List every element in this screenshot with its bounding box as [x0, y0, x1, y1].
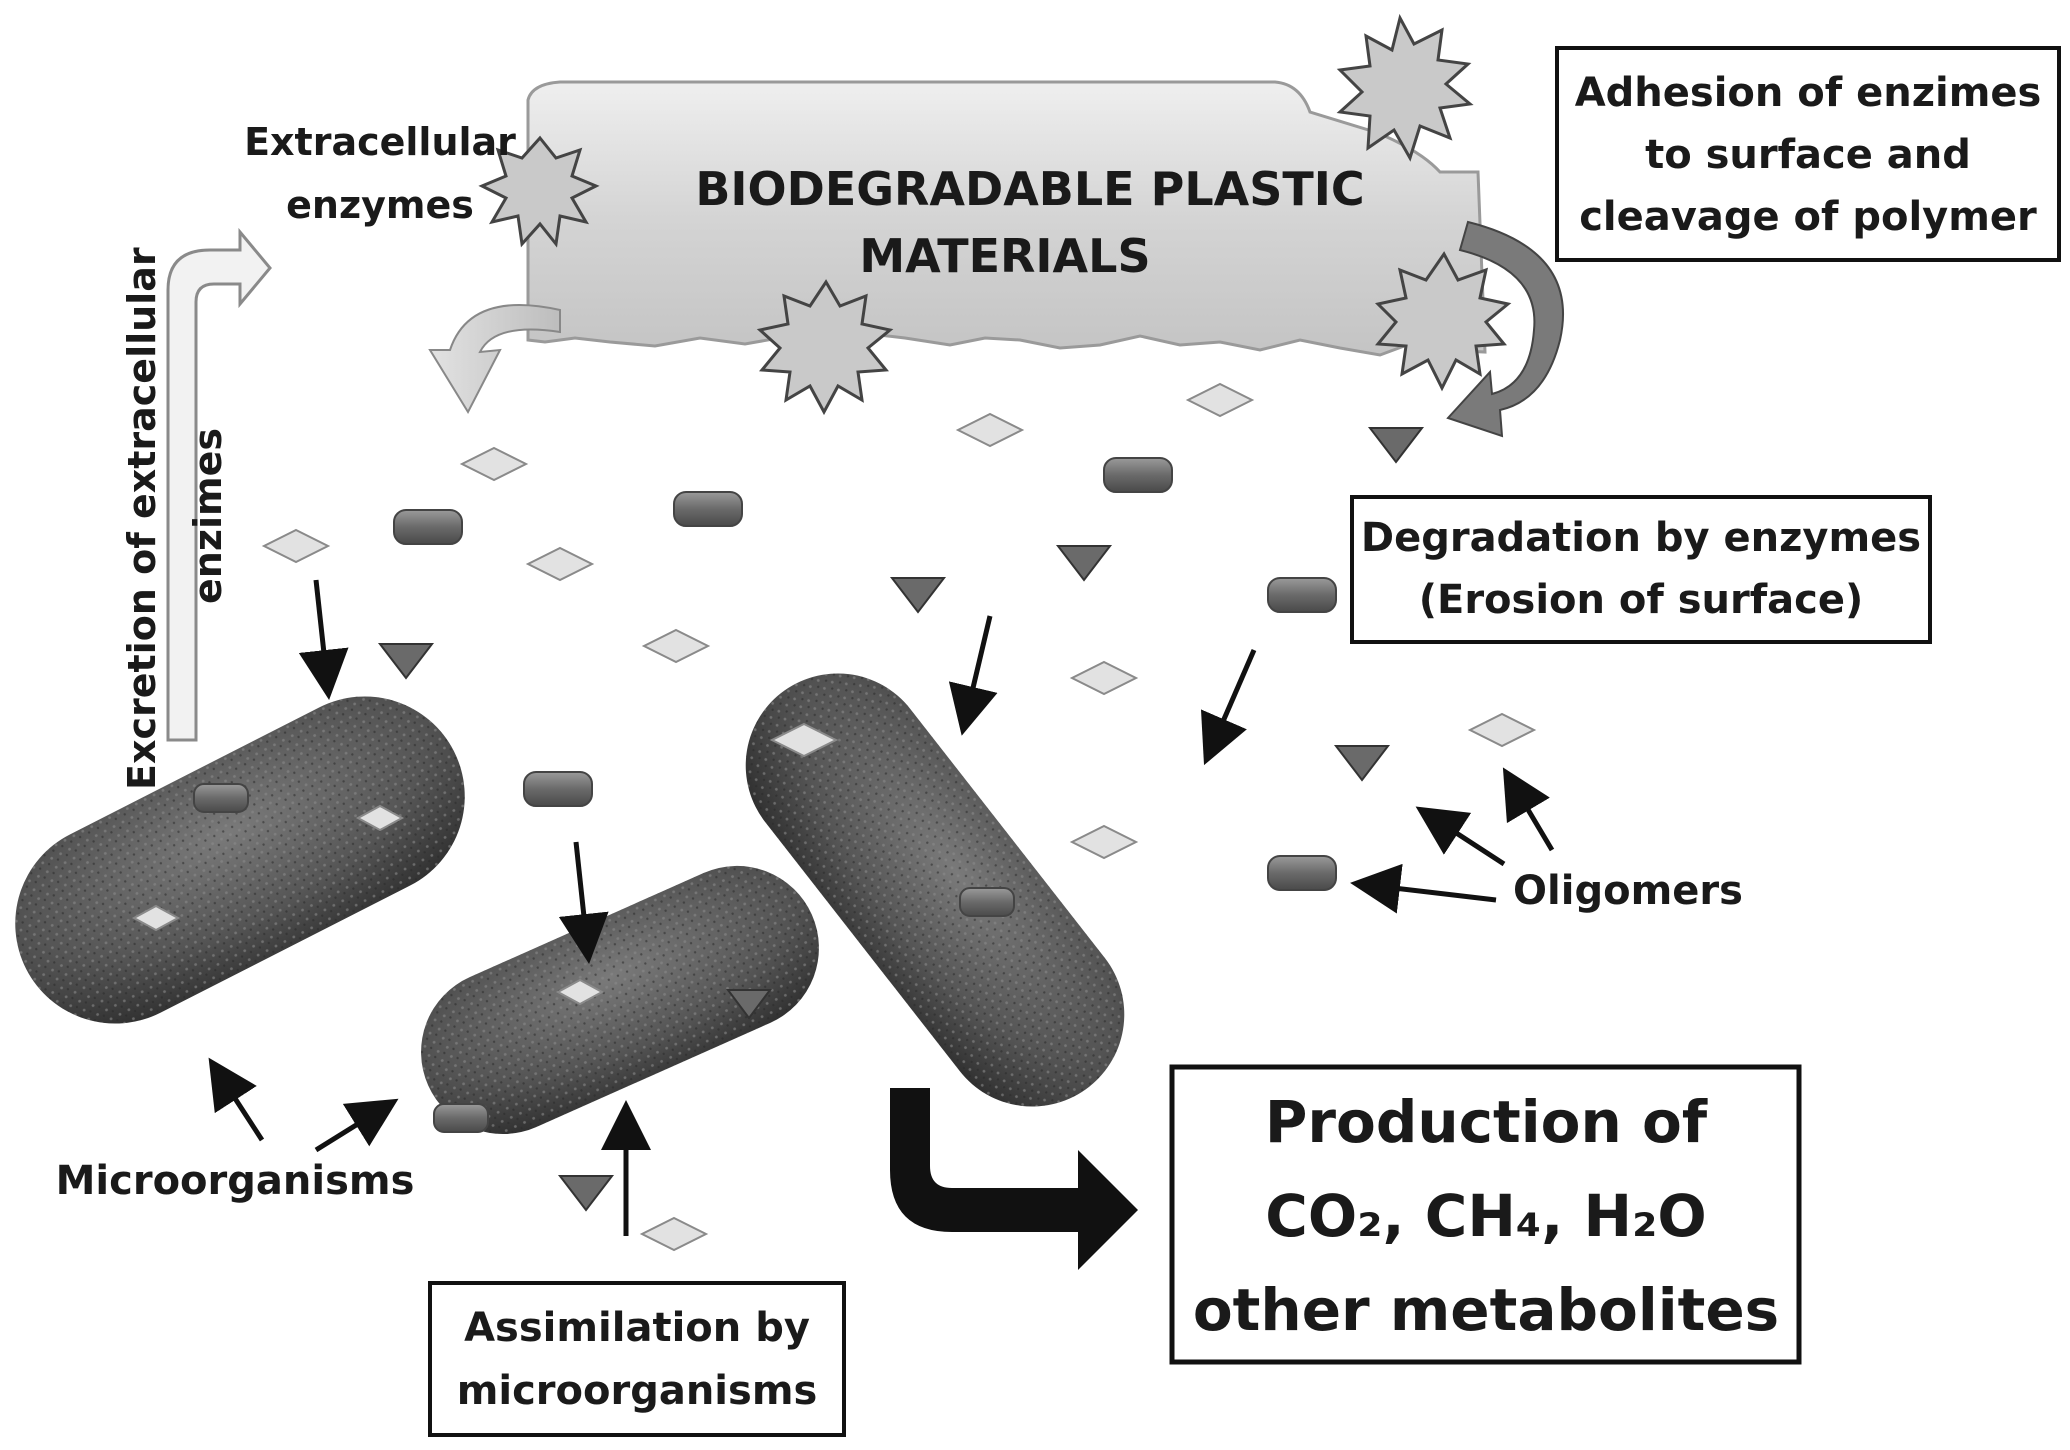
- microorganisms-label: Microorganisms: [56, 1158, 415, 1204]
- oligomer-triangle: [557, 1175, 615, 1212]
- oligomers-label: Oligomers: [1513, 868, 1743, 914]
- oligomer-pill: [433, 1103, 489, 1133]
- assimilation-line1: Assimilation by: [464, 1305, 810, 1351]
- microorganisms-arrow: [208, 1057, 265, 1142]
- oligomer-diamond: [1069, 660, 1139, 696]
- adhesion-line2: to surface and: [1645, 132, 1971, 178]
- production-line2: CO₂, CH₄, H₂O: [1265, 1182, 1707, 1250]
- oligomer-diamond: [769, 722, 839, 758]
- bacterium-3: [745, 673, 1125, 1107]
- flow-arrows: [208, 579, 1555, 1236]
- microorganisms-arrow: [314, 1098, 399, 1153]
- oligomer-pill: [1267, 577, 1337, 613]
- oligomers-arrow: [1415, 806, 1506, 867]
- plastic-title-line2: MATERIALS: [859, 229, 1150, 283]
- oligomer-diamond: [1069, 824, 1139, 860]
- enzyme-starbursts: [478, 13, 1512, 416]
- plastic-block: BIODEGRADABLE PLASTIC MATERIALS: [526, 80, 1487, 357]
- adhesion-line3: cleavage of polymer: [1579, 194, 2037, 240]
- excretion-label-line2: enzimes: [186, 428, 230, 604]
- degradation-box: Degradation by enzymes (Erosion of surfa…: [1350, 495, 1932, 644]
- production-box: Production of CO₂, CH₄, H₂O other metabo…: [1169, 1064, 1802, 1365]
- oligomer-triangle: [726, 989, 772, 1020]
- bacterium-1: [15, 696, 465, 1024]
- oligomer-diamond: [261, 528, 331, 564]
- plastic-title-line1: BIODEGRADABLE PLASTIC: [695, 162, 1364, 216]
- oligomer-triangle: [377, 643, 435, 680]
- oligomer-diamond: [131, 904, 181, 932]
- oligomer-triangle: [1055, 545, 1113, 582]
- oligomer-pill: [193, 783, 249, 813]
- oligomer-triangle: [1367, 427, 1425, 464]
- oligomer-diamond: [1185, 382, 1255, 418]
- oligomer-diamond: [639, 1216, 709, 1252]
- oligomer-diamond: [459, 446, 529, 482]
- degradation-line1: Degradation by enzymes: [1361, 515, 1921, 561]
- oligomer-triangle: [1333, 745, 1391, 782]
- assimilation-line2: microorganisms: [457, 1368, 818, 1414]
- oligomer-diamond: [955, 412, 1025, 448]
- enzyme-release-arrow: [428, 304, 561, 415]
- production-arrow: [890, 1088, 1138, 1270]
- oligomer-pill: [393, 509, 463, 545]
- oligomer-triangle: [889, 577, 947, 614]
- degradation-arrow: [1200, 649, 1257, 766]
- production-line3: other metabolites: [1193, 1276, 1779, 1344]
- degradation-line2: (Erosion of surface): [1419, 577, 1864, 623]
- extracellular-label-line1: Extracellular: [244, 120, 516, 164]
- assimilation-box: Assimilation by microorganisms: [428, 1281, 846, 1437]
- oligomer-diamond: [355, 804, 405, 832]
- production-line1: Production of: [1265, 1088, 1708, 1156]
- oligomer-diamond: [641, 628, 711, 664]
- uptake-arrow: [558, 841, 609, 964]
- oligomer-diamond: [1467, 712, 1537, 748]
- excretion-label: Excretion of extracellular enzimes: [120, 247, 230, 790]
- oligomer-diamonds: [131, 382, 1537, 1252]
- oligomers-arrow: [1350, 863, 1497, 914]
- enzyme-starburst-icon: [1336, 13, 1474, 162]
- oligomer-pills: [193, 457, 1337, 1133]
- oligomers-arrow: [1502, 767, 1555, 852]
- oligomer-pill: [673, 491, 743, 527]
- oligomer-pill: [1267, 855, 1337, 891]
- extracellular-label-line2: enzymes: [286, 183, 474, 227]
- oligomer-pill: [959, 887, 1015, 917]
- surface-cleavage-arrow: [1446, 220, 1565, 438]
- excretion-label-line1: Excretion of extracellular: [120, 247, 164, 790]
- excretion-arrow: [166, 227, 272, 742]
- oligomer-pill: [1103, 457, 1173, 493]
- oligomer-triangles: [377, 427, 1425, 1212]
- uptake-arrow: [948, 615, 998, 736]
- enzyme-starburst-icon: [756, 279, 894, 416]
- oligomer-diamond: [555, 978, 605, 1006]
- oligomer-pill: [523, 771, 593, 807]
- adhesion-line1: Adhesion of enzimes: [1575, 70, 2042, 116]
- enzyme-starburst-icon: [478, 135, 600, 248]
- oligomer-diamond: [525, 546, 595, 582]
- uptake-arrow: [298, 579, 349, 700]
- adhesion-box: Adhesion of enzimes to surface and cleav…: [1555, 46, 2061, 262]
- bacterium-2: [421, 865, 819, 1135]
- enzyme-starburst-icon: [1374, 251, 1512, 392]
